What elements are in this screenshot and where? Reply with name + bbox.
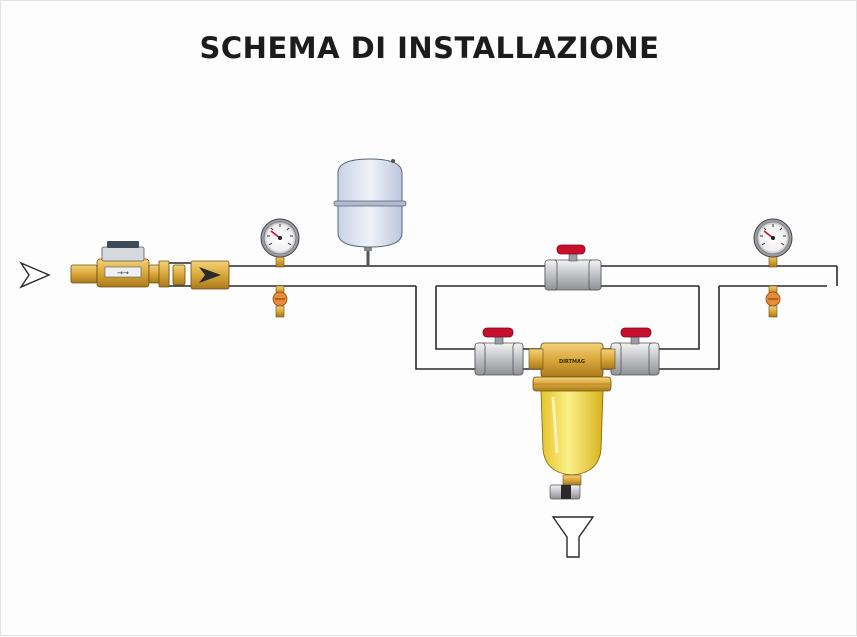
ball-valve-icon [610,327,660,376]
bypass-inner-left [435,286,477,350]
bypass-inner-right [657,286,700,350]
filter-icon: DIRTMAG [528,342,616,500]
branch-outer-left [415,286,477,370]
branch-outer-right [657,286,720,370]
drain-tap-icon [272,285,288,318]
pressure-gauge-icon [753,218,793,268]
check-valve-icon [172,260,230,290]
drain-tap-icon [765,285,781,318]
svg-text:→→: →→ [117,269,129,277]
pressure-gauge-icon [260,218,300,268]
expansion-vessel-icon [333,158,407,266]
diagram-title: SCHEMA DI INSTALLAZIONE [199,31,660,65]
water-meter-icon: →→ [70,241,170,288]
ball-valve-icon [544,244,602,291]
filter-brand-label: DIRTMAG [559,359,585,365]
ball-valve-icon [474,327,524,376]
funnel-icon [551,516,595,558]
arrow-right-outline-icon [19,261,51,289]
